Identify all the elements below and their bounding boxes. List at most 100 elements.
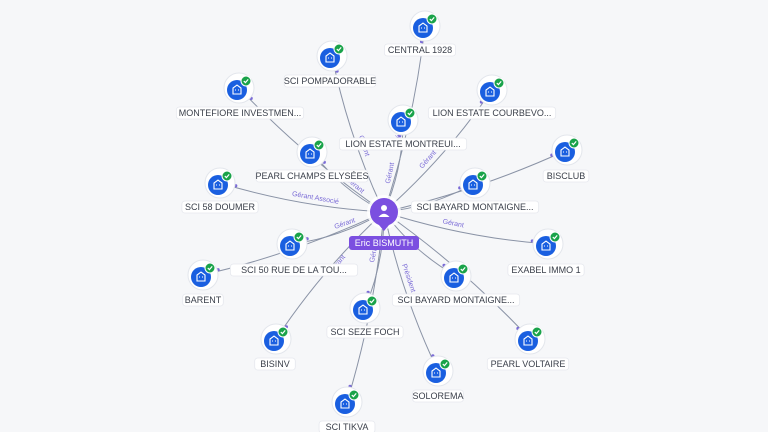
company-label-background — [283, 74, 377, 88]
building-icon — [196, 271, 206, 282]
company-label-background — [507, 263, 585, 277]
check-icon — [224, 174, 230, 179]
company-node-circle — [518, 331, 538, 351]
company-label-background — [410, 200, 540, 214]
company-node-sci-bayard-montaigne-2[interactable]: SCI BAYARD MONTAIGNE... — [391, 260, 521, 307]
verified-badge — [313, 139, 325, 151]
company-node-circle — [320, 48, 340, 68]
company-node-bisclub[interactable]: BISCLUB — [542, 134, 590, 183]
company-name-label: PEARL CHAMPS ELYSÉES — [255, 171, 368, 181]
check-icon — [243, 79, 249, 84]
check-icon — [479, 174, 485, 179]
company-name-label: PEARL VOLTAIRE — [491, 359, 566, 369]
check-icon — [496, 81, 502, 86]
company-node-circle — [426, 363, 446, 383]
edge-role-label: Gérant Associé — [291, 191, 339, 206]
company-node-sci-seze-foch[interactable]: SCI SEZE FOCH — [326, 292, 404, 339]
company-node-lion-estate-montreuil[interactable]: LION ESTATE MONTREUI... — [338, 104, 468, 151]
check-icon — [571, 141, 577, 146]
company-node-exabel-immo-1[interactable]: EXABEL IMMO 1 — [507, 228, 585, 277]
relationship-edge — [219, 182, 385, 213]
building-icon — [541, 240, 551, 251]
company-name-label: MONTEFIORE INVESTMEN... — [179, 108, 302, 118]
center-pointer — [379, 225, 389, 231]
building-icon — [269, 335, 279, 346]
check-icon — [336, 47, 342, 52]
company-label-background — [542, 169, 590, 183]
company-label-background — [175, 106, 305, 120]
company-node-circle — [300, 144, 320, 164]
verified-badge — [426, 13, 438, 25]
center-person-node[interactable]: Eric BISMUTH — [349, 195, 419, 250]
company-node-solorema[interactable]: SOLOREMA — [412, 355, 464, 403]
building-icon — [396, 116, 406, 127]
company-label-background — [326, 325, 404, 339]
edge-role-label: Gérant — [442, 218, 464, 229]
verified-badge — [457, 263, 469, 275]
edge-role-label: Gérant — [369, 241, 380, 263]
company-label-background — [181, 200, 259, 214]
company-node-barent[interactable]: BARENT — [182, 259, 224, 307]
edge-role-label: Gérant — [385, 162, 396, 184]
verified-badge — [531, 326, 543, 338]
verified-badge — [404, 107, 416, 119]
company-label-background — [182, 293, 224, 307]
check-icon — [296, 235, 302, 240]
company-node-pearl-champs-elysees[interactable]: PEARL CHAMPS ELYSÉES — [255, 136, 369, 183]
relationship-edge — [383, 89, 493, 213]
company-node-circle — [555, 142, 575, 162]
company-node-sci-58-doumer[interactable]: SCI 58 DOUMER — [181, 167, 259, 214]
company-label-background — [391, 293, 521, 307]
company-name-label: SCI BAYARD MONTAIGNE... — [397, 295, 514, 305]
building-icon — [213, 179, 223, 190]
company-name-label: CENTRAL 1928 — [388, 45, 452, 55]
company-label-background — [412, 389, 464, 403]
company-node-bisinv[interactable]: BISINV — [254, 323, 296, 371]
company-name-label: SCI SEZE FOCH — [330, 327, 399, 337]
building-icon — [340, 398, 350, 409]
verified-badge — [293, 231, 305, 243]
company-node-circle — [463, 175, 483, 195]
edge-role-label: Gérant — [419, 149, 438, 170]
company-node-circle — [227, 80, 247, 100]
check-icon — [552, 235, 558, 240]
company-node-circle — [208, 175, 228, 195]
building-icon — [523, 335, 533, 346]
company-node-sci-bayard-montaigne-1[interactable]: SCI BAYARD MONTAIGNE... — [410, 167, 540, 214]
building-icon — [431, 367, 441, 378]
company-name-label: SCI TIKVA — [326, 422, 369, 432]
company-node-sci-50-rue-de-la-tour[interactable]: SCI 50 RUE DE LA TOU... — [229, 228, 359, 277]
verified-badge — [493, 77, 505, 89]
check-icon — [351, 393, 357, 398]
company-label-background — [338, 137, 468, 151]
company-name-label: EXABEL IMMO 1 — [511, 265, 580, 275]
center-node-circle — [370, 198, 398, 226]
person-icon — [378, 205, 390, 217]
building-icon — [285, 240, 295, 251]
company-node-circle — [413, 18, 433, 38]
building-icon — [468, 179, 478, 190]
company-name-label: LION ESTATE MONTREUI... — [345, 139, 460, 149]
company-node-sci-pompadorable[interactable]: SCI POMPADORABLE — [283, 40, 377, 88]
company-name-label: SCI BAYARD MONTAIGNE... — [416, 202, 533, 212]
company-node-lion-estate-courbevoie[interactable]: LION ESTATE COURBEVO... — [427, 74, 557, 120]
company-label-background — [427, 106, 557, 120]
company-label-background — [229, 263, 359, 277]
check-icon — [207, 266, 213, 271]
company-node-circle — [280, 236, 300, 256]
verified-badge — [277, 326, 289, 338]
company-name-label: SCI 50 RUE DE LA TOU... — [241, 265, 347, 275]
company-node-central-1928[interactable]: CENTRAL 1928 — [383, 10, 456, 57]
company-node-circle — [536, 236, 556, 256]
company-name-label: SCI 58 DOUMER — [185, 202, 256, 212]
check-icon — [534, 330, 540, 335]
check-icon — [460, 267, 466, 272]
company-node-montefiore-investment[interactable]: MONTEFIORE INVESTMEN... — [175, 72, 305, 120]
company-node-sci-tikva[interactable]: SCI TIKVA — [318, 386, 376, 432]
company-node-pearl-voltaire[interactable]: PEARL VOLTAIRE — [486, 323, 570, 371]
company-name-label: BISCLUB — [547, 171, 586, 181]
verified-badge — [476, 170, 488, 182]
company-node-circle — [480, 82, 500, 102]
